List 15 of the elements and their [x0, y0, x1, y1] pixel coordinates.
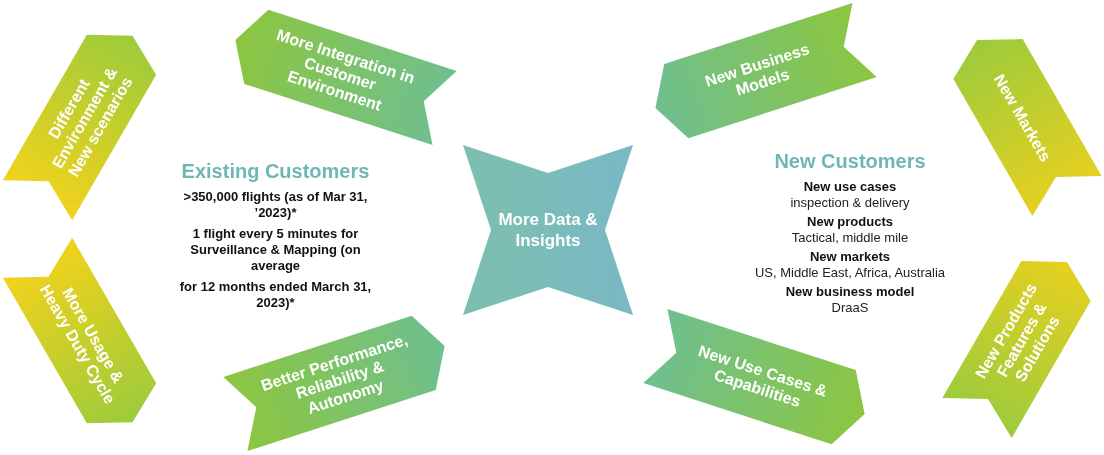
center-cross-shape — [463, 145, 633, 315]
stat-text: >350,000 flights (as of Mar 31, ’2023)* — [182, 189, 369, 221]
stat-text: New use cases — [803, 179, 897, 195]
section-heading: Existing Customers — [181, 160, 370, 183]
stat-text: New markets — [809, 249, 891, 265]
stat-text: New business model — [785, 284, 915, 300]
detail-text: Tactical, middle mile — [791, 230, 909, 246]
section-heading: New Customers — [774, 150, 926, 173]
stat-text: 1 flight every 5 minutes for Surveillance & Mapping (on average — [189, 226, 362, 274]
stat-text: for 12 months ended March 31, 2023)* — [178, 279, 373, 311]
detail-text: DraaS — [831, 300, 869, 316]
detail-text: US, Middle East, Africa, Australia — [755, 265, 945, 281]
stat-text: New products — [807, 214, 893, 230]
segment-label: More Data & Insights — [497, 209, 599, 251]
detail-text: inspection & delivery — [790, 195, 910, 211]
